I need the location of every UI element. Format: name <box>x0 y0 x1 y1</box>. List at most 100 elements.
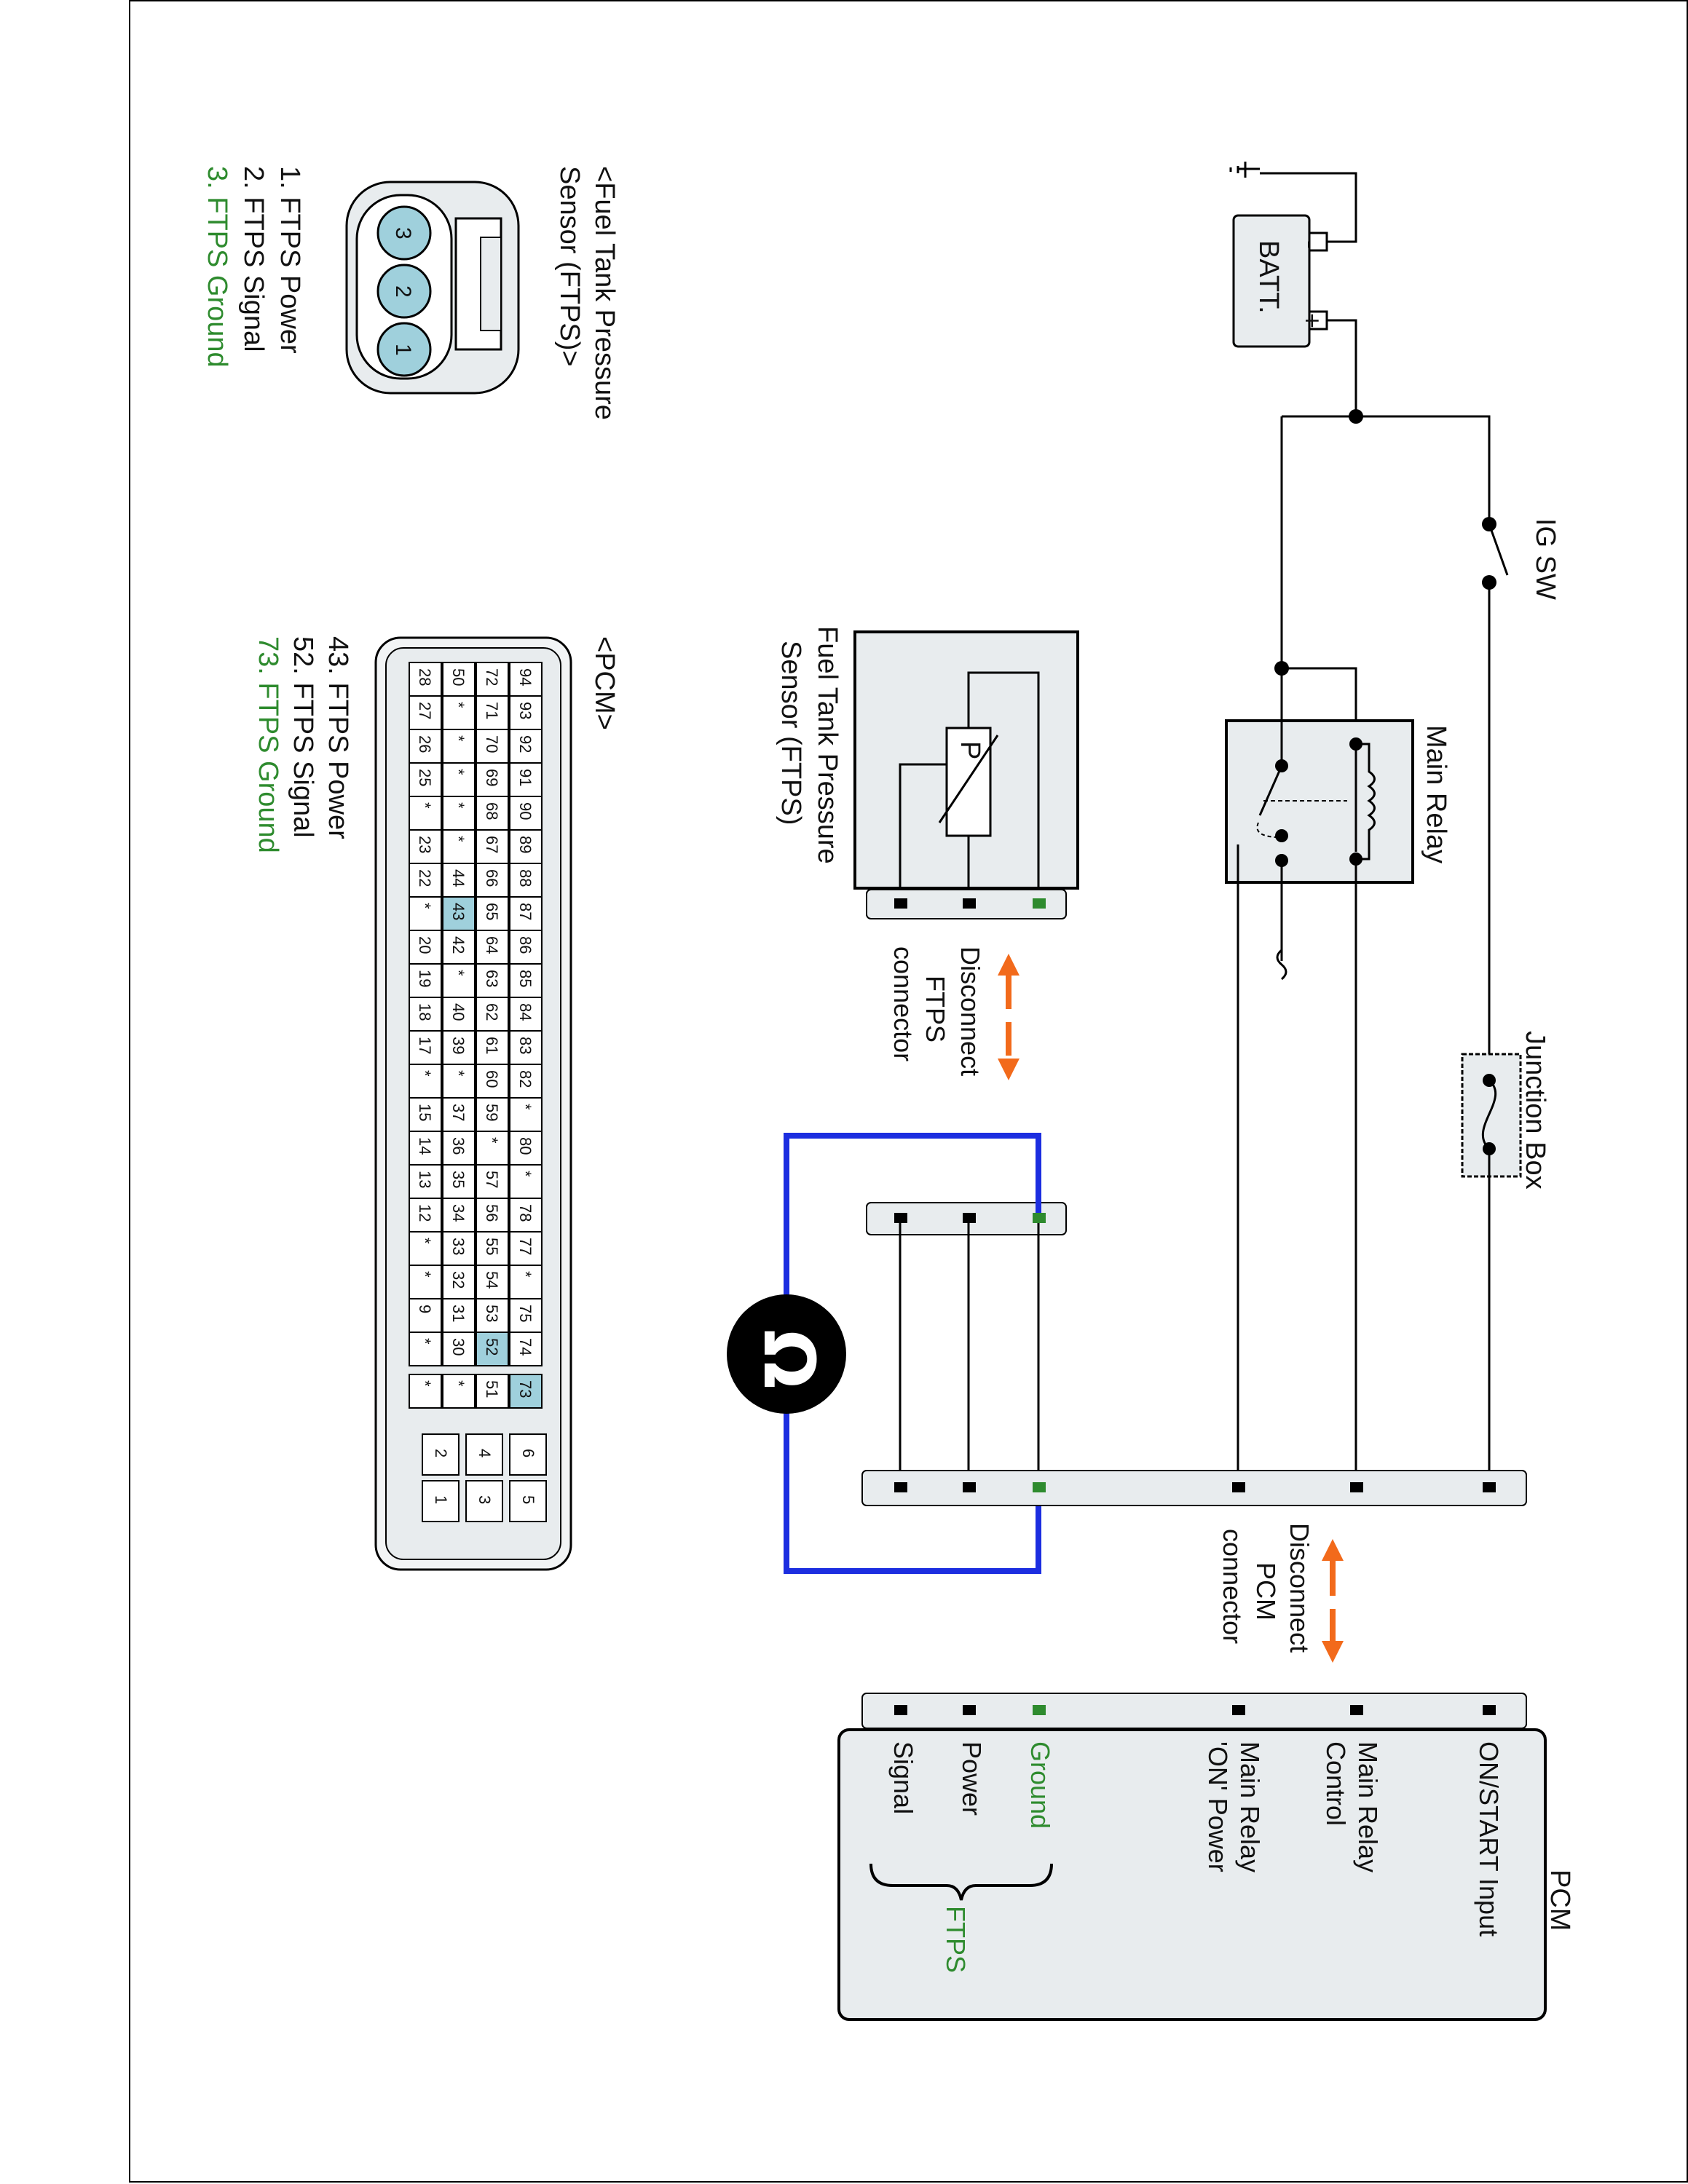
pcm-pin-number: 73 <box>516 1380 535 1398</box>
pcm-pin-number: 17 <box>416 1037 434 1054</box>
pcm-pin-number: 42 <box>449 936 468 954</box>
battery-label: BATT. <box>1253 240 1284 314</box>
pcm-small-pin-number: 2 <box>432 1449 450 1457</box>
pcm-small-pin-number: 5 <box>519 1495 537 1504</box>
battery: BATT. - + <box>1232 214 1328 348</box>
pcm-pin-cell <box>409 896 442 931</box>
pcm-pin-number: 19 <box>416 970 434 987</box>
pcm-pin-cell <box>476 796 509 831</box>
pcm-pin-number: * <box>449 1380 468 1387</box>
pcm-pin-number: 88 <box>516 869 535 887</box>
pcm-pin-cell <box>476 1164 509 1199</box>
disconnect-pcm-3: connector <box>1218 1529 1247 1644</box>
pcm-pin-cell <box>476 963 509 998</box>
disconnect-pcm-1: Disconnect <box>1285 1523 1314 1653</box>
pcm-pin-cell <box>442 796 476 831</box>
pcm-pin-cell <box>509 1265 543 1299</box>
pcm-pin-cell <box>476 863 509 898</box>
pcm-pin-cell <box>476 695 509 730</box>
pcm-pin-cell <box>476 1131 509 1166</box>
junction-box-label: Junction Box <box>1520 1031 1550 1190</box>
pcm-pin-number: 89 <box>516 836 535 853</box>
pcm-pin-number: * <box>449 1070 468 1077</box>
pcm-pin-relay-control-2: Control <box>1321 1741 1351 1826</box>
pcm-pin-cell <box>509 695 543 730</box>
pcm-module: PCM ON/START Input Main Relay Control Ma… <box>837 1693 1575 2021</box>
pcm-pin-cell <box>409 963 442 998</box>
pcm-pin-number: 26 <box>416 735 434 753</box>
pcm-pin-number: * <box>416 1271 434 1278</box>
pcm-pin-number: 50 <box>449 668 468 686</box>
pcm-pin-cell <box>442 762 476 797</box>
battery-minus: - <box>1296 240 1326 249</box>
pcm-pin-number: 18 <box>416 1003 434 1021</box>
ftps-title-2: Sensor (FTPS) <box>776 641 806 825</box>
pcm-pin-number: * <box>449 735 468 742</box>
pcm-pin-number: 86 <box>516 936 535 954</box>
ig-switch-label: IG SW <box>1530 518 1561 600</box>
pcm-pin-number: 74 <box>516 1338 535 1356</box>
ftps-sensor: P Fuel Tank Pressure Sensor (FTPS) <box>776 626 1079 919</box>
ground-symbol <box>1229 162 1357 243</box>
pcm-pin-cell <box>409 863 442 898</box>
junction-box: Junction Box <box>1461 1031 1550 1190</box>
pcm-pin-number: * <box>483 1137 501 1144</box>
pcm-pin-cell <box>509 997 543 1032</box>
pcm-pin-cell <box>409 729 442 764</box>
ftps-legend-1: 1. FTPS Power <box>275 166 305 354</box>
pcm-pin-number: * <box>416 1070 434 1077</box>
disconnect-pcm: Disconnect PCM connector <box>1218 1523 1344 1663</box>
pcm-pin-number: 92 <box>516 735 535 753</box>
pcm-pin-number: 31 <box>449 1305 468 1322</box>
pcm-pin-number: 69 <box>483 769 501 786</box>
pcm-pin-number: 30 <box>449 1338 468 1356</box>
pcm-connector-title: <PCM> <box>589 636 620 730</box>
pcm-pin-number: 43 <box>449 903 468 920</box>
pcm-pin-number: 37 <box>449 1104 468 1121</box>
pcm-pin-cell <box>442 1374 476 1409</box>
pcm-small-pin-cell <box>465 1433 503 1476</box>
pcm-pin-cell <box>442 963 476 998</box>
pcm-pin-cell <box>442 662 476 697</box>
pcm-pin-number: 33 <box>449 1238 468 1255</box>
pcm-pin-number: * <box>449 702 468 708</box>
pcm-pin-cell <box>409 1030 442 1065</box>
pcm-pin-number: 20 <box>416 936 434 954</box>
pcm-pin-cell <box>409 695 442 730</box>
pcm-pin-number: 40 <box>449 1003 468 1021</box>
pcm-pin-number: * <box>516 1271 535 1278</box>
pcm-small-pin-number: 4 <box>476 1449 494 1457</box>
pcm-pin-number: 85 <box>516 970 535 987</box>
pcm-pin-number: * <box>449 970 468 976</box>
pcm-pin-cell <box>476 1332 509 1366</box>
pcm-pin-number: 60 <box>483 1070 501 1088</box>
pcm-pin-cell <box>476 1265 509 1299</box>
pcm-pin-cell <box>442 729 476 764</box>
ftps-pin-1: 1 <box>391 344 415 356</box>
pcm-pin-number: 67 <box>483 836 501 853</box>
pcm-pin-cell <box>509 796 543 831</box>
pcm-pin-cell <box>509 1164 543 1199</box>
pcm-pin-cell <box>409 662 442 697</box>
ftps-pin-2: 2 <box>391 285 415 298</box>
main-relay-label: Main Relay <box>1421 725 1451 863</box>
pcm-pin-number: 77 <box>516 1238 535 1255</box>
pcm-pin-number: 75 <box>516 1305 535 1322</box>
pcm-pin-number: * <box>416 903 434 909</box>
pcm-pin-cell <box>442 1332 476 1366</box>
pcm-pin-cell <box>509 1374 543 1409</box>
pcm-pin-number: 82 <box>516 1070 535 1088</box>
pcm-pin-cell <box>476 662 509 697</box>
pcm-small-pin-cell <box>509 1433 547 1476</box>
pcm-pin-cell <box>476 896 509 931</box>
ftps-legend-2: 2. FTPS Signal <box>238 166 269 352</box>
pcm-small-pin-number: 3 <box>476 1495 494 1504</box>
pcm-pin-number: 66 <box>483 869 501 887</box>
pcm-pin-number: 61 <box>483 1037 501 1054</box>
pcm-pin-ground: Ground <box>1025 1741 1055 1829</box>
pcm-pin-number: 12 <box>416 1204 434 1222</box>
ftps-pin-3: 3 <box>391 227 415 240</box>
pcm-pin-grid: 94939291908988878685848382*80*7877*75747… <box>409 662 543 1409</box>
disconnect-ftps-3: connector <box>888 946 918 1061</box>
